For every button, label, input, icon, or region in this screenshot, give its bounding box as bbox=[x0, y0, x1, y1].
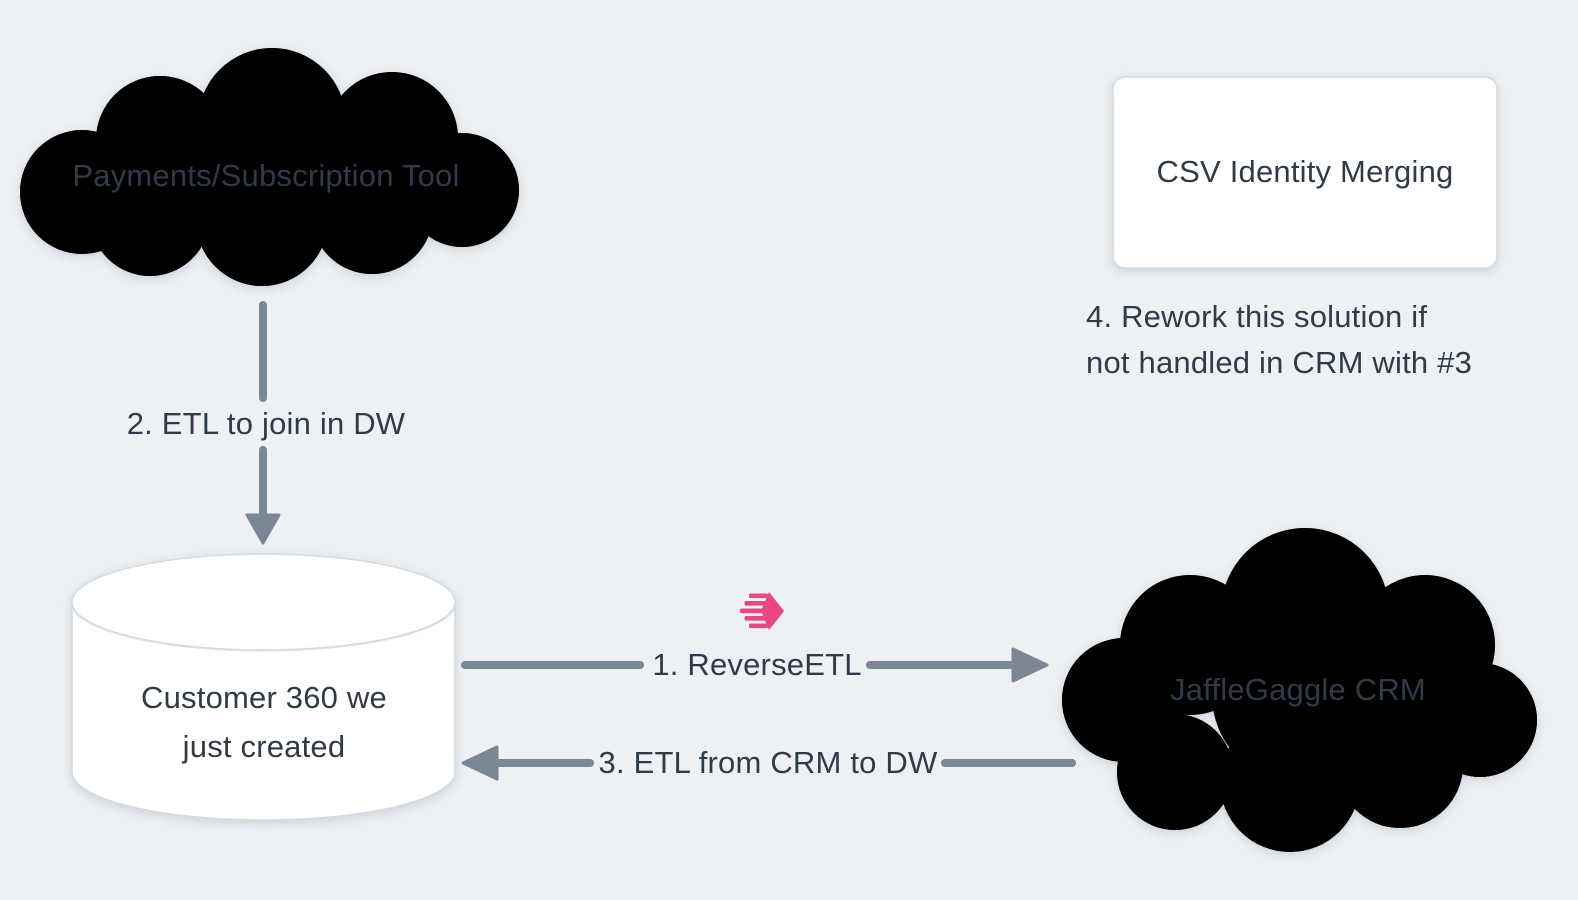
crm-cloud-label: JaffleGaggle CRM bbox=[1170, 672, 1426, 707]
warehouse-cylinder-shape bbox=[71, 553, 456, 821]
rework-note-line2: not handled in CRM with #3 bbox=[1086, 345, 1473, 380]
edge-label-reverse-etl: 1. ReverseETL bbox=[652, 647, 862, 682]
arrow-reverse-etl bbox=[461, 647, 1049, 683]
rework-note: 4. Rework this solution if not handled i… bbox=[1086, 294, 1472, 386]
csv-box-shape bbox=[1112, 76, 1498, 269]
warehouse-label-line2: just created bbox=[182, 729, 346, 764]
edge-label-etl-to-dw: 2. ETL to join in DW bbox=[126, 406, 406, 441]
payments-cloud-label: Payments/Subscription Tool bbox=[72, 158, 460, 193]
arrow-etl-to-dw bbox=[245, 301, 281, 545]
csv-box-label: CSV Identity Merging bbox=[1156, 154, 1454, 189]
census-icon bbox=[740, 592, 784, 630]
warehouse-label-line1: Customer 360 we bbox=[141, 680, 387, 715]
arrow-etl-from-crm bbox=[461, 745, 1076, 781]
edge-label-etl-from-crm: 3. ETL from CRM to DW bbox=[598, 745, 938, 780]
rework-note-line1: 4. Rework this solution if bbox=[1086, 299, 1428, 334]
warehouse-label: Customer 360 we just created bbox=[141, 673, 387, 771]
